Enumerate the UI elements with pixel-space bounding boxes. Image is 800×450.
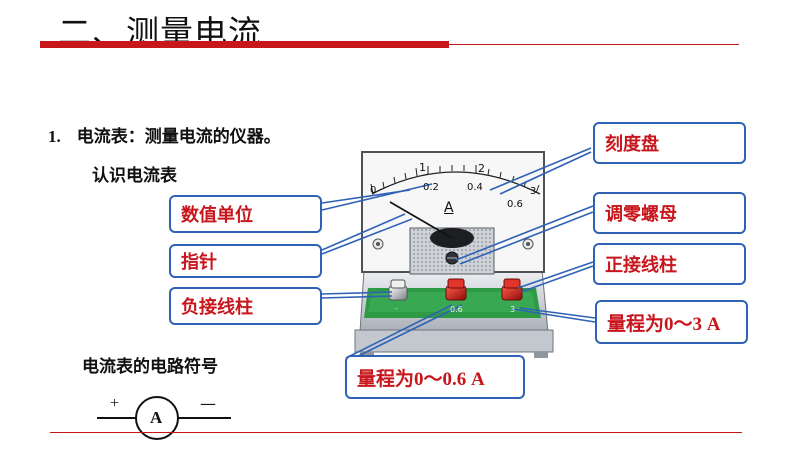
scale-top-label-1: 1 [419, 161, 426, 174]
scale-top-label-0: 0 [370, 185, 377, 196]
scale-ticks [370, 165, 540, 195]
item-1: 1. 电流表：测量电流的仪器。 [48, 122, 281, 147]
scale-bottom-label-0.2: 0.2 [423, 182, 439, 193]
terminal-0.6 [445, 278, 467, 301]
negative-terminal [388, 279, 408, 301]
callout-positive-terminal: 正接线柱 [593, 243, 746, 285]
symbol-minus: — [200, 394, 216, 413]
callout-negative-terminal: 负接线柱 [169, 287, 322, 325]
symbol-letter: A [150, 408, 163, 427]
meter-unit-label: A [444, 200, 454, 216]
title-rule [449, 44, 739, 45]
callout-units: 数值单位 [169, 195, 322, 233]
scale-bottom-label-0.4: 0.4 [467, 182, 483, 193]
terminal-3 [501, 278, 523, 301]
item-1-text: 电流表：测量电流的仪器。 [76, 127, 281, 147]
pointer-needle [389, 201, 453, 239]
terminal-label-negative: - [395, 304, 398, 313]
scale-bottom-label-0.6: 0.6 [507, 199, 523, 210]
subtitle: 认识电流表 [92, 166, 177, 186]
callout-range-0.6: 量程为0～0.6 A [345, 355, 525, 399]
item-1-number: 1. [48, 127, 61, 146]
terminal-label-0.6: 0.6 [450, 305, 463, 314]
scale-top-label-2: 2 [478, 162, 485, 175]
symbol-title: 电流表的电路符号 [82, 357, 218, 377]
footer-rule [50, 432, 742, 433]
scale-top-label-3: 3 [530, 186, 537, 197]
leader-lines [321, 147, 596, 363]
callout-pointer: 指针 [169, 244, 322, 278]
symbol-plus: + [110, 395, 120, 412]
callout-dial: 刻度盘 [593, 122, 746, 164]
meter-base-front [354, 329, 554, 353]
callout-zero-adjust: 调零螺母 [593, 192, 746, 234]
callout-range-3: 量程为0～3 A [595, 300, 748, 344]
title-underline [40, 41, 449, 48]
terminal-label-3: 3 [510, 305, 516, 314]
